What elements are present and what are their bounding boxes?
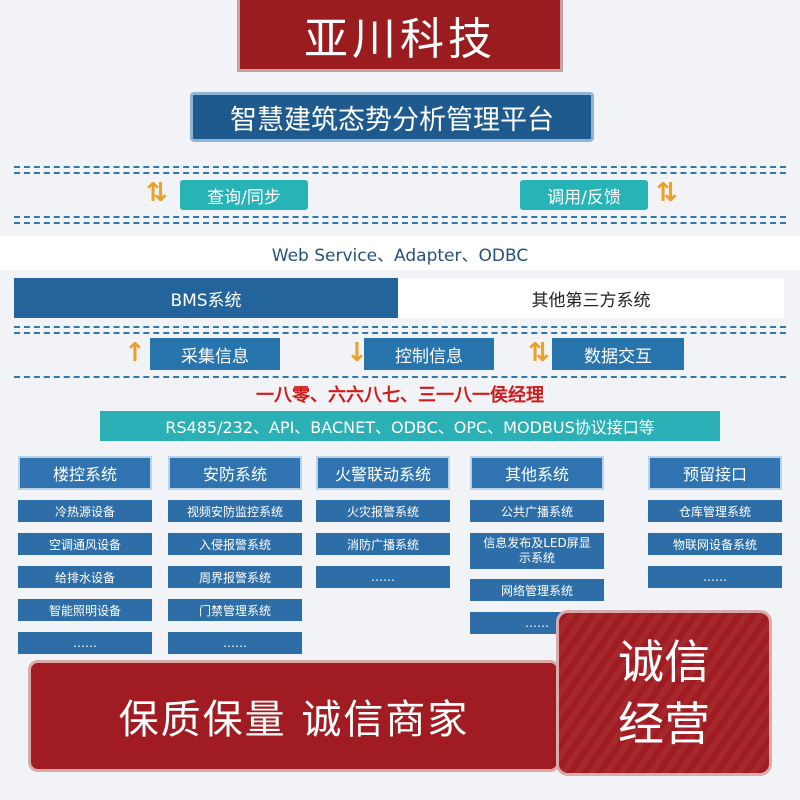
dashed-divider (14, 222, 786, 224)
list-item[interactable]: 给排水设备 (18, 566, 152, 588)
collect-info-button[interactable]: 采集信息 (150, 338, 280, 370)
list-item-label: 火灾报警系统 (346, 504, 419, 519)
column-header-label: 楼控系统 (52, 465, 117, 484)
data-exchange-label: 数据交互 (584, 346, 652, 367)
list-item[interactable]: 视频安防监控系统 (168, 500, 302, 522)
badge-line-2: 经营 (618, 697, 710, 751)
data-exchange-button[interactable]: 数据交互 (552, 338, 684, 370)
list-item-label: 冷热源设备 (54, 504, 115, 519)
list-item-label: …… (73, 636, 97, 650)
list-item[interactable]: …… (316, 566, 450, 588)
protocol-bar: RS485/232、API、BACNET、ODBC、OPC、MODBUS协议接口… (100, 411, 720, 441)
platform-title-text: 智慧建筑态势分析管理平台 (230, 104, 554, 136)
platform-title: 智慧建筑态势分析管理平台 (190, 92, 594, 142)
column-header-label: 火警联动系统 (334, 465, 431, 484)
collect-info-label: 采集信息 (181, 346, 249, 367)
dashed-divider (14, 326, 786, 328)
list-item[interactable]: 门禁管理系统 (168, 599, 302, 621)
list-item[interactable]: 火灾报警系统 (316, 500, 450, 522)
column-header-label: 预留接口 (682, 465, 747, 484)
list-item[interactable]: …… (168, 632, 302, 654)
integrity-badge: 诚信 经营 (556, 610, 772, 776)
list-item-label: 给排水设备 (54, 570, 115, 585)
column-header-other-systems: 其他系统 (470, 456, 604, 490)
bidirectional-arrow-icon: ⇅ (656, 178, 678, 208)
contact-watermark-text: 一八零、六六八七、三一八一侯经理 (256, 385, 544, 406)
list-item-label: …… (223, 636, 247, 650)
list-item-label: …… (371, 570, 395, 584)
arrow-down-icon: ↓ (346, 338, 368, 368)
column-header-label: 其他系统 (504, 465, 569, 484)
company-name: 亚川科技 (304, 13, 496, 65)
control-info-label: 控制信息 (395, 346, 463, 367)
bidirectional-arrow-icon: ⇅ (528, 338, 550, 368)
column-header-reserved-interface: 预留接口 (648, 456, 782, 490)
interface-list: Web Service、Adapter、ODBC (0, 236, 800, 270)
list-item-label: 入侵报警系统 (198, 537, 271, 552)
list-item[interactable]: 物联网设备系统 (648, 533, 782, 555)
dashed-divider (14, 332, 786, 334)
query-sync-label: 查询/同步 (207, 187, 281, 208)
control-info-button[interactable]: 控制信息 (364, 338, 494, 370)
list-item-label: …… (703, 570, 727, 584)
list-item[interactable]: …… (18, 632, 152, 654)
list-item[interactable]: …… (648, 566, 782, 588)
call-feedback-label: 调用/反馈 (547, 187, 621, 208)
list-item[interactable]: 网络管理系统 (470, 579, 604, 601)
list-item-label: 视频安防监控系统 (186, 504, 283, 519)
promo-banner: 保质保量 诚信商家 (28, 660, 560, 772)
query-sync-button[interactable]: 查询/同步 (180, 180, 308, 210)
company-banner: 亚川科技 (237, 0, 563, 72)
column-header-fire-alarm: 火警联动系统 (316, 456, 450, 490)
list-item-label: 信息发布及LED屏显示系统 (483, 536, 591, 565)
list-item[interactable]: 智能照明设备 (18, 599, 152, 621)
list-item[interactable]: 信息发布及LED屏显示系统 (470, 533, 604, 569)
interface-list-text: Web Service、Adapter、ODBC (271, 245, 529, 266)
call-feedback-button[interactable]: 调用/反馈 (520, 180, 648, 210)
third-party-system-label: 其他第三方系统 (531, 290, 651, 311)
promo-banner-text: 保质保量 诚信商家 (118, 697, 470, 743)
list-item[interactable]: 公共广播系统 (470, 500, 604, 522)
list-item-label: 智能照明设备 (48, 603, 121, 618)
dashed-divider (14, 376, 786, 378)
dashed-divider (14, 172, 786, 174)
bms-system-bar: BMS系统 (14, 278, 398, 318)
column-header-label: 安防系统 (202, 465, 267, 484)
dashed-divider (14, 166, 786, 168)
list-item[interactable]: 消防广播系统 (316, 533, 450, 555)
list-item-label: 周界报警系统 (198, 570, 271, 585)
bidirectional-arrow-icon: ⇅ (146, 178, 168, 208)
dashed-divider (14, 216, 786, 218)
bms-system-label: BMS系统 (170, 290, 242, 311)
list-item[interactable]: 空调通风设备 (18, 533, 152, 555)
list-item[interactable]: 仓库管理系统 (648, 500, 782, 522)
list-item-label: 空调通风设备 (48, 537, 121, 552)
arrow-up-icon: ↑ (124, 338, 146, 368)
contact-watermark: 一八零、六六八七、三一八一侯经理 (205, 382, 595, 406)
column-header-security: 安防系统 (168, 456, 302, 490)
list-item-label: 仓库管理系统 (678, 504, 751, 519)
list-item[interactable]: 周界报警系统 (168, 566, 302, 588)
list-item-label: …… (525, 616, 549, 630)
list-item-label: 网络管理系统 (500, 583, 573, 598)
badge-line-1: 诚信 (618, 635, 710, 689)
list-item-label: 物联网设备系统 (672, 537, 757, 552)
column-header-building-control: 楼控系统 (18, 456, 152, 490)
list-item-label: 门禁管理系统 (198, 603, 271, 618)
protocol-bar-text: RS485/232、API、BACNET、ODBC、OPC、MODBUS协议接口… (165, 418, 655, 437)
list-item-label: 消防广播系统 (346, 537, 419, 552)
third-party-system-bar: 其他第三方系统 (398, 278, 784, 318)
list-item-label: 公共广播系统 (500, 504, 573, 519)
list-item[interactable]: 冷热源设备 (18, 500, 152, 522)
list-item[interactable]: 入侵报警系统 (168, 533, 302, 555)
